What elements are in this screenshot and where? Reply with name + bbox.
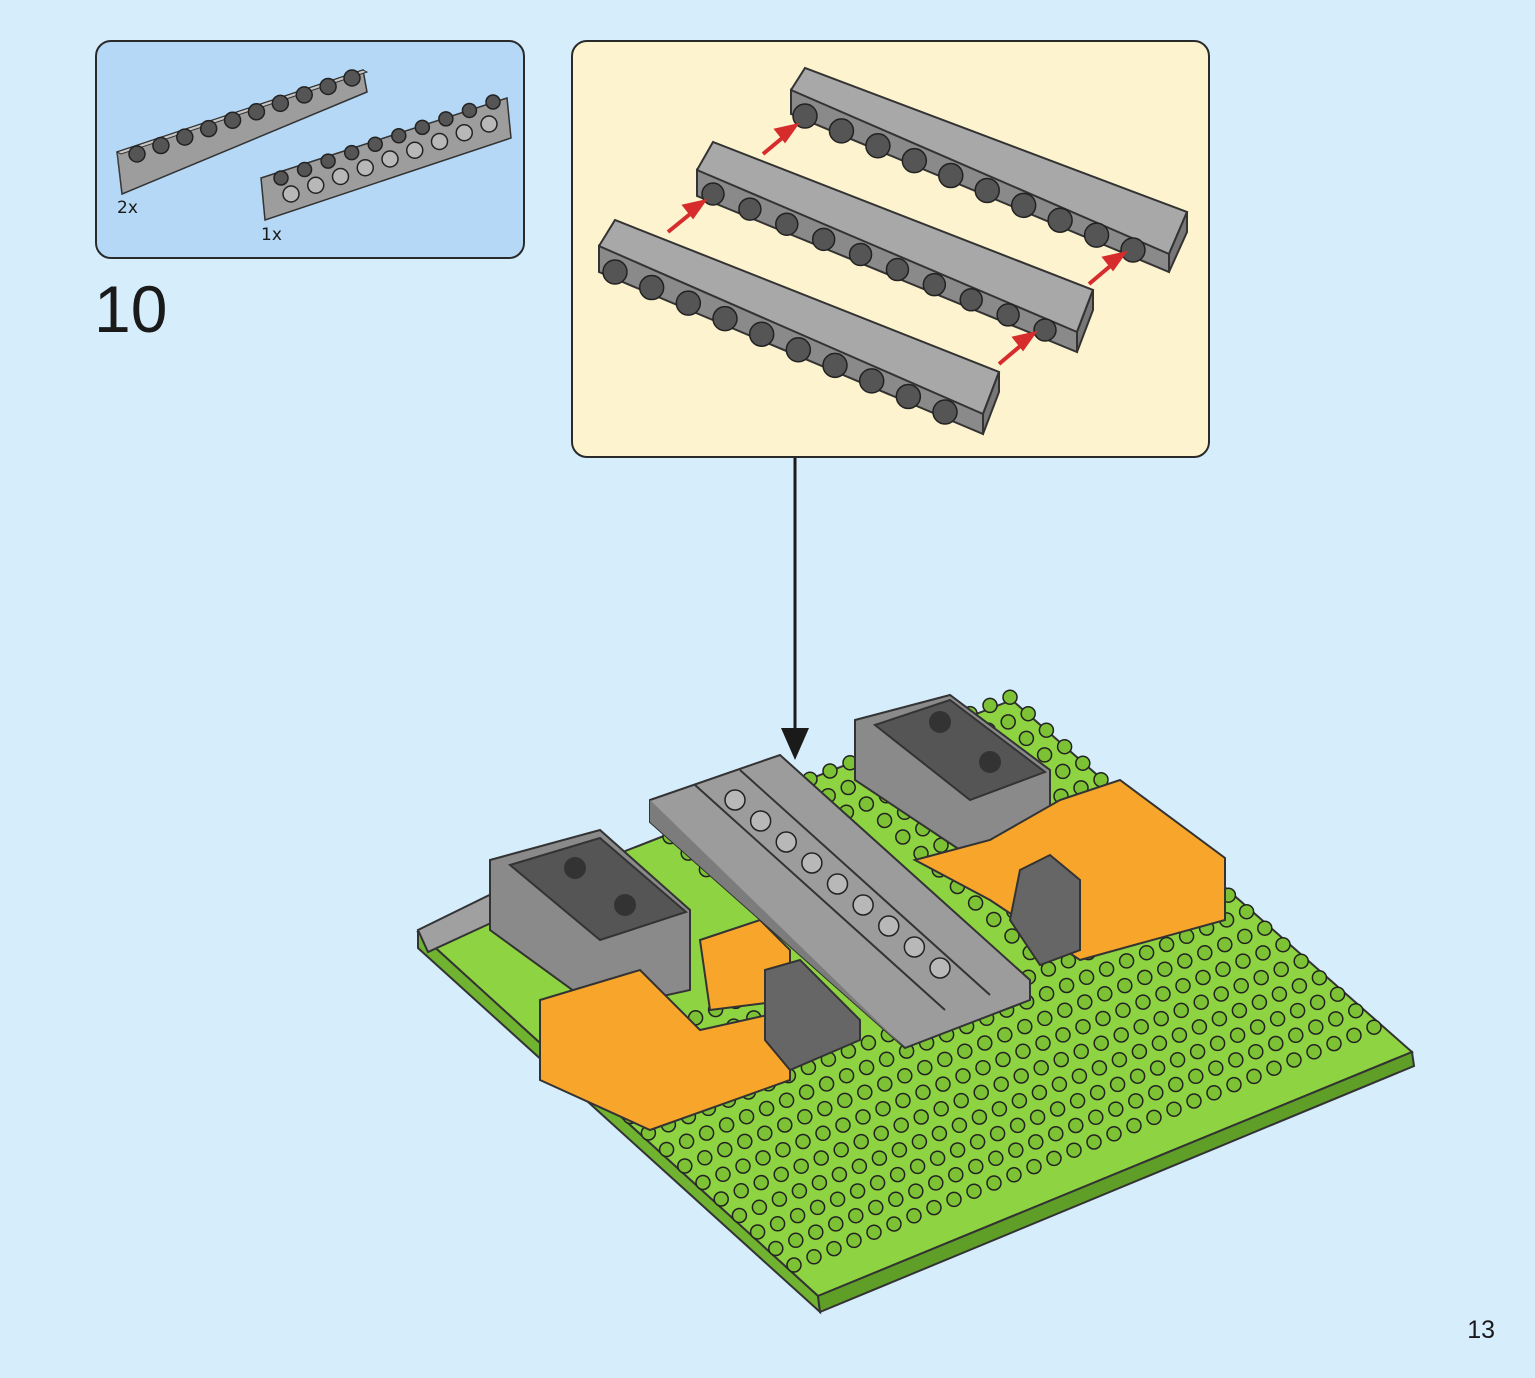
- parts-illustration: [115, 69, 512, 222]
- gray-brick-1x10-icon: [115, 69, 369, 196]
- step-number: 10: [94, 272, 168, 346]
- orange-brick: [539, 918, 791, 1132]
- part-quantity: 1x: [261, 225, 282, 245]
- parts-list-box: 2x 1x: [95, 40, 525, 259]
- gray-block-left: [489, 828, 691, 1012]
- sub-assembly-callout: [571, 40, 1210, 458]
- sub-assembly-illustration: [598, 66, 1189, 436]
- gray-brick-1x10-icon: [790, 66, 1189, 274]
- part-quantity: 2x: [117, 198, 138, 218]
- page-number: 13: [1467, 1316, 1495, 1344]
- gray-technic-brick-1x10-icon: [696, 140, 1095, 354]
- red-placement-arrow-icon: [666, 122, 1128, 366]
- gray-technic-brick-1x10-icon: [260, 94, 512, 222]
- gray-brick-1x10-icon: [598, 218, 1001, 436]
- assembly-arrow-icon: [781, 458, 809, 760]
- gray-beam-assembly: [649, 753, 1031, 1050]
